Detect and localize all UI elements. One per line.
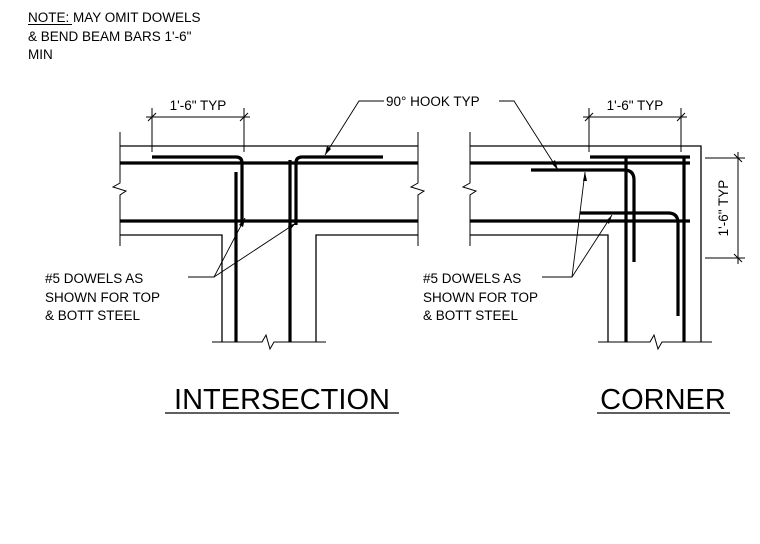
- corner-bottom-hook-dowel: [580, 211, 680, 316]
- svg-text:NOTE: MAY OMIT DOWELS: NOTE: MAY OMIT DOWELS: [28, 10, 201, 25]
- corner-detail: 1'-6" TYP 1'-6" TYP #5 DOWELS AS SHOWN F…: [423, 98, 745, 416]
- corner-title: CORNER: [600, 384, 726, 416]
- dowel-leader-1-arrow: [239, 218, 245, 227]
- hook-leader: [324, 100, 384, 156]
- corner-dim-tick-right: [676, 112, 686, 122]
- corner-break-line-bottom: [598, 333, 712, 351]
- dowel-top-right-hook: [294, 155, 303, 225]
- corner-dowel-line3: & BOTT STEEL: [423, 308, 519, 323]
- intersection-dowel-line3: & BOTT STEEL: [45, 308, 141, 323]
- beam-bottom-edge-right: [315, 234, 418, 342]
- corner-inner-edge: [470, 234, 609, 342]
- corner-hook-leader-arrow: [551, 160, 558, 170]
- dim-tick-left: [147, 112, 157, 122]
- corner-dowel-leader-2-arrow: [606, 215, 612, 224]
- intersection-dowel-line1: #5 DOWELS AS: [45, 271, 143, 286]
- dowel-leader-2-arrow: [288, 223, 296, 230]
- note-line1: MAY OMIT DOWELS: [69, 10, 200, 25]
- break-line-right: [409, 132, 426, 246]
- corner-dim-tick-top: [733, 153, 743, 163]
- corner-dowel-leader-2: [571, 214, 613, 278]
- corner-outer-edge: [470, 145, 702, 342]
- intersection-detail: 1'-6" TYP #5 DOWELS AS SHOWN FOR TOP & B…: [45, 98, 426, 416]
- dowel-leader-2: [213, 222, 297, 278]
- corner-dowel-leader-1: [542, 171, 586, 278]
- corner-hook-leader: [499, 100, 559, 171]
- note-block: NOTE: MAY OMIT DOWELS & BEND BEAM BARS 1…: [28, 10, 201, 62]
- hook-leader-arrow: [325, 146, 331, 155]
- corner-dim-tick-bottom: [733, 253, 743, 263]
- corner-dim-label-top: 1'-6" TYP: [607, 98, 664, 113]
- dim-tick-right: [239, 112, 249, 122]
- hook-label: 90° HOOK TYP: [386, 94, 480, 109]
- corner-dowel-line2: SHOWN FOR TOP: [423, 290, 538, 305]
- beam-bottom-edge-left: [120, 234, 223, 342]
- dowel-top-left-hook: [235, 155, 244, 225]
- intersection-title: INTERSECTION: [174, 384, 390, 416]
- corner-dowel-leader-1-arrow: [583, 172, 587, 181]
- corner-dowel-line1: #5 DOWELS AS: [423, 271, 521, 286]
- note-line3: MIN: [28, 47, 53, 62]
- corner-break-line-left: [461, 132, 478, 246]
- intersection-dim-label: 1'-6" TYP: [170, 98, 227, 113]
- intersection-dowel-line2: SHOWN FOR TOP: [45, 290, 160, 305]
- corner-dim-label-side: 1'-6" TYP: [716, 180, 731, 237]
- note-prefix: NOTE:: [28, 10, 69, 25]
- corner-dim-tick-left: [584, 112, 594, 122]
- note-line2: & BEND BEAM BARS 1'-6": [28, 29, 192, 44]
- break-line-bottom: [212, 333, 326, 351]
- corner-top-hook-dowel: [531, 168, 636, 262]
- break-line-left: [111, 132, 128, 246]
